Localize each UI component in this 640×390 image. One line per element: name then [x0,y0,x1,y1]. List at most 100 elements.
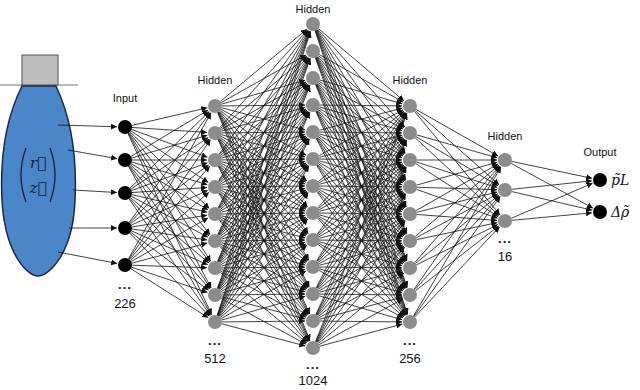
neuron [208,207,222,221]
neuron [208,126,222,140]
connection-arrow [131,165,209,224]
connection-arrow [316,111,407,314]
neuron [498,153,512,167]
connection-arrow [132,108,207,126]
connection-arrow [318,247,405,343]
neuron [306,152,320,166]
connection-arrow [221,298,306,344]
connection-arrow [58,252,117,263]
connection-arrow [132,243,208,263]
connection-arrow [218,139,309,316]
neuron [118,221,132,235]
connection-arrow [220,219,308,317]
connection-arrow [129,165,209,261]
neuron-count: 512 [204,352,226,365]
neuron-count: 256 [399,352,421,365]
neuron [403,234,417,248]
connection-arrow [220,272,306,343]
connection-arrow [217,59,310,316]
neuron [306,260,320,274]
connection-arrow [219,166,309,316]
needle [22,55,58,85]
neuron [306,287,320,301]
connection-arrow [315,31,407,315]
ellipsis: ... [498,232,512,245]
connection-arrow [417,192,497,212]
connection-arrow [417,135,498,158]
neuron [208,261,222,275]
neuron [403,180,417,194]
pendant-drop [2,86,76,276]
connection-arrow [132,265,207,268]
connection-arrow [511,163,593,208]
connection-arrow [319,54,403,102]
connection-arrow [316,85,407,315]
connection-arrow [316,30,407,233]
connection-arrow [222,324,306,346]
connection-arrow [416,226,499,291]
neuron [306,179,320,193]
connection-arrow [316,140,407,341]
layer-label: Hidden [198,75,233,86]
connection-arrow [414,196,500,316]
connection-arrow [129,112,210,222]
connection-arrow [318,218,405,316]
connection-arrow [315,31,407,288]
connections [58,29,593,347]
connection-arrow [320,324,403,346]
neuron-count: 226 [114,297,136,310]
neuron [403,99,417,113]
connection-arrow [415,111,499,185]
neuron [403,288,417,302]
connection-arrow [222,296,306,320]
neuron [498,183,512,197]
connection-arrow [417,162,498,185]
output-variable: Δρ̃ [611,205,629,219]
connection-arrow [318,111,403,181]
layer-label: Input [113,93,137,104]
connection-arrow [218,31,309,208]
connection-arrow [320,108,403,130]
connection-arrow [316,84,406,261]
neuron [208,99,222,113]
connection-arrow [132,160,207,161]
connection-arrow [317,138,406,288]
connection-arrow [316,113,407,341]
connection-arrow [414,167,500,290]
connection-arrow [320,105,402,107]
connection-arrow [511,183,592,218]
neuron [403,207,417,221]
vector-symbol: r⃗ [30,156,46,171]
connection-arrow [69,228,117,229]
connection-arrow [416,109,498,156]
connection-arrow [318,112,405,208]
neuron [118,186,132,200]
connection-arrow [318,110,405,208]
neuron [306,233,320,247]
connection-arrow [415,196,500,290]
connection-arrow [319,299,403,345]
connection-arrow [219,31,309,181]
connection-arrow [415,195,498,263]
neuron [403,315,417,329]
vector-symbol: z⃗ [30,181,47,196]
neuron [208,153,222,167]
connection-arrow [316,167,406,342]
connection-arrow [129,140,211,260]
neuron [403,261,417,275]
layer-label: Hidden [488,131,523,142]
ellipsis: ... [208,334,222,347]
connection-arrow [58,125,117,127]
neuron [208,234,222,248]
bracket [21,148,26,202]
neuron [306,17,320,31]
neuron [118,153,132,167]
connection-arrow [317,220,405,342]
connection-arrow [416,137,498,186]
connection-arrow [132,188,207,193]
connection-arrow [132,135,208,158]
connection-arrow [512,181,592,189]
connection-arrow [417,162,498,187]
connection-arrow [316,113,407,314]
